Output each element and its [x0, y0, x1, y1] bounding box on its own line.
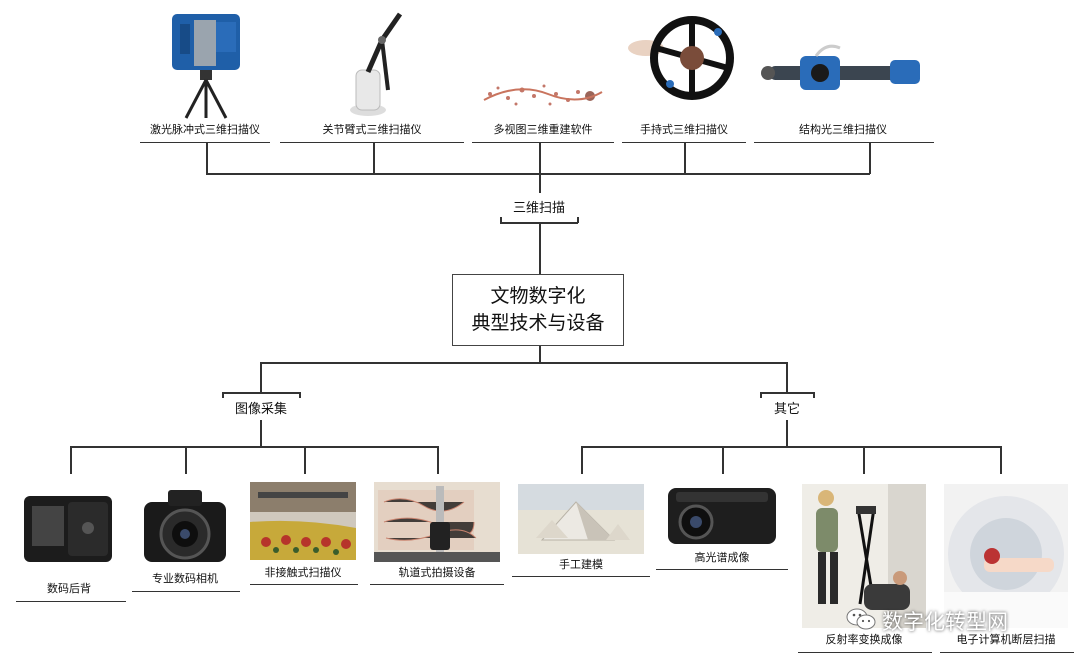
scan-bracket [577, 217, 579, 223]
label-underline [16, 601, 126, 602]
image-down-line [260, 420, 262, 447]
scan-item-label: 手持式三维扫描仪 [640, 123, 728, 136]
image-item-label: 数码后背 [47, 582, 91, 595]
label-underline [656, 569, 788, 570]
other-bus-line [581, 446, 1001, 448]
other-item-label: 反射率变换成像 [825, 633, 903, 646]
branch-label-scan: 三维扫描 [512, 201, 565, 216]
scan-bracket [500, 217, 502, 223]
label-underline [280, 142, 464, 143]
ct-scan-image [944, 484, 1068, 628]
other-bracket [813, 392, 815, 398]
image-item-label: 轨道式拍摄设备 [398, 566, 476, 579]
center-title-line1: 文物数字化 [490, 285, 586, 307]
other-drop-line [722, 446, 724, 474]
arm-scanner-image [330, 10, 420, 120]
scan-item-label: 关节臂式三维扫描仪 [322, 123, 422, 136]
image-bus-line [70, 446, 438, 448]
scan-item-label: 激光脉冲式三维扫描仪 [150, 123, 260, 136]
laser-scanner-image [164, 10, 248, 120]
label-underline [940, 652, 1074, 653]
branch-label-image: 图像采集 [234, 402, 287, 417]
image-drop-line [70, 446, 72, 474]
wechat-icon [846, 607, 876, 636]
scan-drop-line [206, 143, 208, 174]
watermark-text: 数字化转型网 [882, 610, 1008, 634]
branch-bus-line [260, 362, 787, 364]
non-contact-scanner-image [250, 482, 356, 560]
label-underline [472, 142, 614, 143]
other-drop-line [1000, 446, 1002, 474]
image-branch-line [260, 362, 262, 392]
rti-image [802, 484, 926, 628]
scan-bus-line [206, 173, 870, 175]
label-underline [370, 584, 504, 585]
label-underline [250, 584, 358, 585]
hyperspectral-camera-image [662, 484, 782, 548]
label-underline [512, 576, 650, 577]
scan-to-center-line [539, 222, 541, 274]
handheld-scanner-image [626, 8, 742, 116]
manual-modeling-image [518, 484, 644, 554]
label-underline [622, 142, 746, 143]
digital-back-image [18, 486, 120, 568]
rail-camera-image [374, 482, 500, 562]
other-down-line [786, 420, 788, 447]
image-drop-line [304, 446, 306, 474]
watermark: 数字化转型网 [846, 606, 1008, 636]
label-underline [140, 142, 270, 143]
scan-drop-line [869, 143, 871, 174]
scan-connector [539, 173, 541, 193]
label-underline [754, 142, 934, 143]
other-item-label: 手工建模 [559, 558, 603, 571]
center-down-line [539, 346, 541, 363]
image-drop-line [437, 446, 439, 474]
other-drop-line [863, 446, 865, 474]
scan-drop-line [684, 143, 686, 174]
structured-light-scanner-image [760, 38, 926, 102]
other-bracket [760, 392, 814, 394]
scan-drop-line [373, 143, 375, 174]
other-branch-line [786, 362, 788, 392]
branch-label-other: 其它 [773, 402, 800, 417]
image-bracket [222, 392, 300, 394]
other-drop-line [581, 446, 583, 474]
scan-item-label: 多视图三维重建软件 [493, 123, 593, 136]
center-title-box: 文物数字化 典型技术与设备 [452, 274, 624, 346]
image-bracket [222, 392, 224, 398]
other-bracket [760, 392, 762, 398]
other-item-label: 高光谱成像 [694, 551, 750, 564]
image-item-label: 专业数码相机 [152, 572, 218, 585]
image-drop-line [185, 446, 187, 474]
scan-drop-line [539, 143, 541, 174]
label-underline [132, 591, 240, 592]
other-item-label: 电子计算机断层扫描 [956, 633, 1056, 646]
image-item-label: 非接触式扫描仪 [264, 566, 342, 579]
dslr-camera-image [138, 482, 232, 572]
label-underline [798, 652, 932, 653]
scan-item-label: 结构光三维扫描仪 [799, 123, 887, 136]
reconstruction-image [478, 70, 608, 115]
center-title-line2: 典型技术与设备 [471, 312, 605, 334]
image-bracket [299, 392, 301, 398]
